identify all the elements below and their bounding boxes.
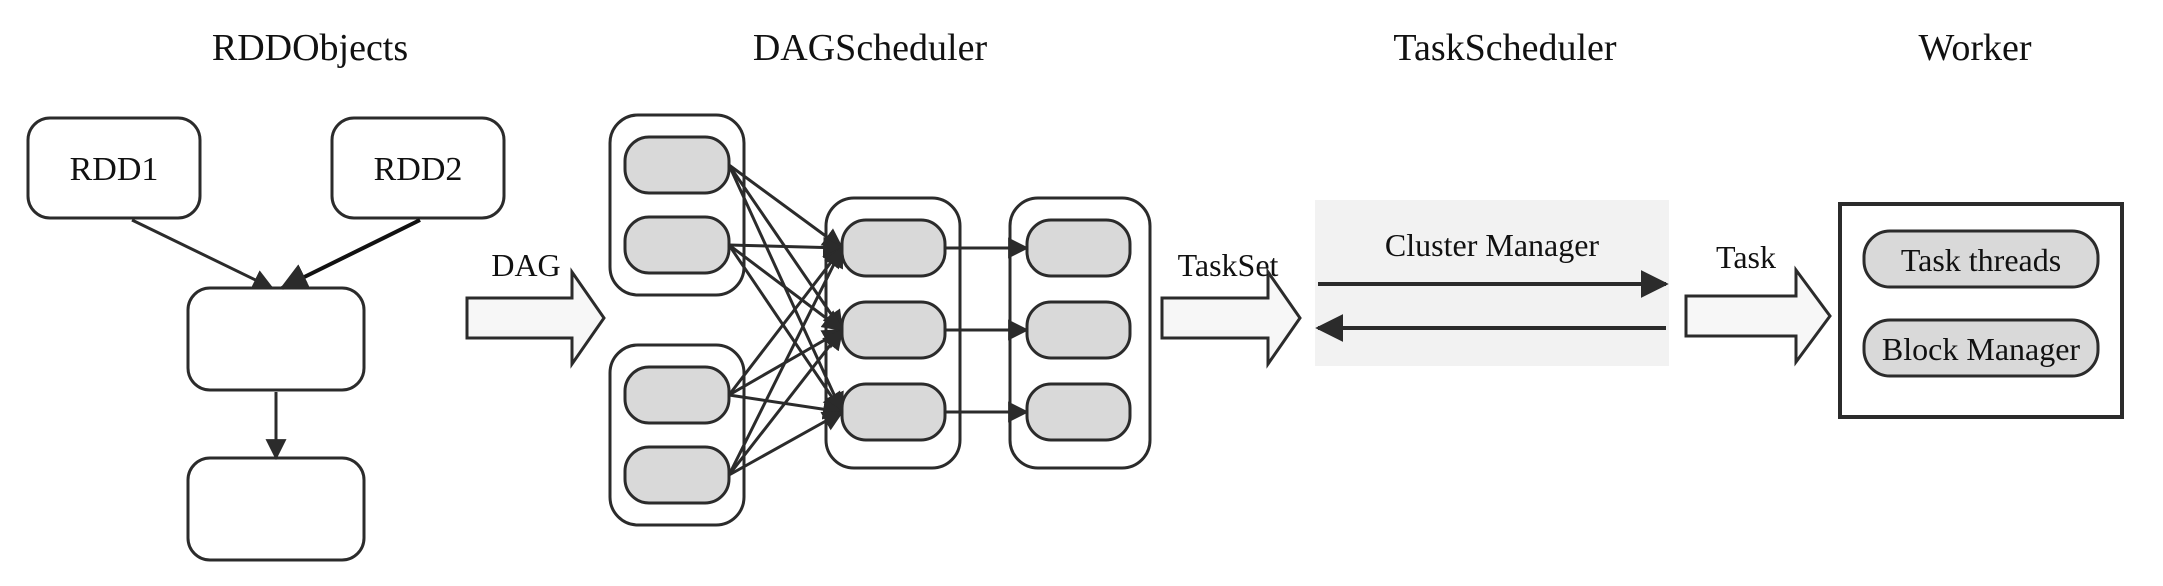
taskset-arrow-group: TaskSet <box>1160 247 1302 369</box>
rdd-objects-section: RDD1 RDD2 <box>26 116 506 562</box>
dag-block-arrow <box>465 267 606 369</box>
rdd2-box <box>330 116 506 220</box>
dag-node <box>840 218 947 278</box>
dag-arrow-group: DAG <box>465 247 606 369</box>
dag-arrow-label: DAG <box>491 247 560 283</box>
dag-node <box>840 300 947 360</box>
dag-nodes <box>623 135 1132 505</box>
title-rdd-objects: RDDObjects <box>212 27 408 69</box>
dag-edge <box>728 163 844 250</box>
title-dag-scheduler: DAGScheduler <box>753 27 988 69</box>
dag-edge <box>728 410 844 477</box>
task-threads-node <box>1862 229 2100 289</box>
dag-edges <box>727 163 1030 477</box>
rdd-final-box <box>186 456 366 562</box>
rdd2-label: RDD2 <box>374 151 463 188</box>
rdd2-to-derived-arrow <box>279 218 421 290</box>
dag-node <box>1025 218 1132 278</box>
dag-edge <box>727 328 844 476</box>
rdd1-box <box>26 116 202 220</box>
worker-section: Task threads Block Manager <box>1838 202 2124 419</box>
block-manager-node <box>1862 318 2100 378</box>
dag-node <box>623 445 731 505</box>
task-block-arrow <box>1684 265 1832 367</box>
dag-node <box>623 365 731 425</box>
task-threads-label: Task threads <box>1901 242 2061 278</box>
dag-edge <box>727 246 844 476</box>
dag-edge <box>728 243 844 332</box>
title-task-scheduler: TaskScheduler <box>1393 27 1617 69</box>
cluster-manager-label: Cluster Manager <box>1385 227 1600 263</box>
dag-edge <box>727 244 844 414</box>
dag-node <box>1025 300 1132 360</box>
task-scheduler-section: Cluster Manager <box>1315 200 1669 366</box>
taskset-arrow-label: TaskSet <box>1178 247 1279 283</box>
task-arrow-group: Task <box>1684 239 1832 367</box>
rdd1-to-derived-arrow <box>131 218 274 290</box>
block-manager-label: Block Manager <box>1882 331 2081 367</box>
dag-node <box>623 215 731 275</box>
dag-edge <box>727 246 844 396</box>
title-worker: Worker <box>1919 27 2032 69</box>
dag-node <box>840 382 947 442</box>
task-arrow-label: Task <box>1716 239 1776 275</box>
rdd-derived-box <box>186 286 366 392</box>
dag-scheduler-section <box>608 113 1152 527</box>
rdd1-label: RDD1 <box>70 151 159 188</box>
taskset-block-arrow <box>1160 267 1302 369</box>
dag-node <box>1025 382 1132 442</box>
dag-node <box>623 135 731 195</box>
